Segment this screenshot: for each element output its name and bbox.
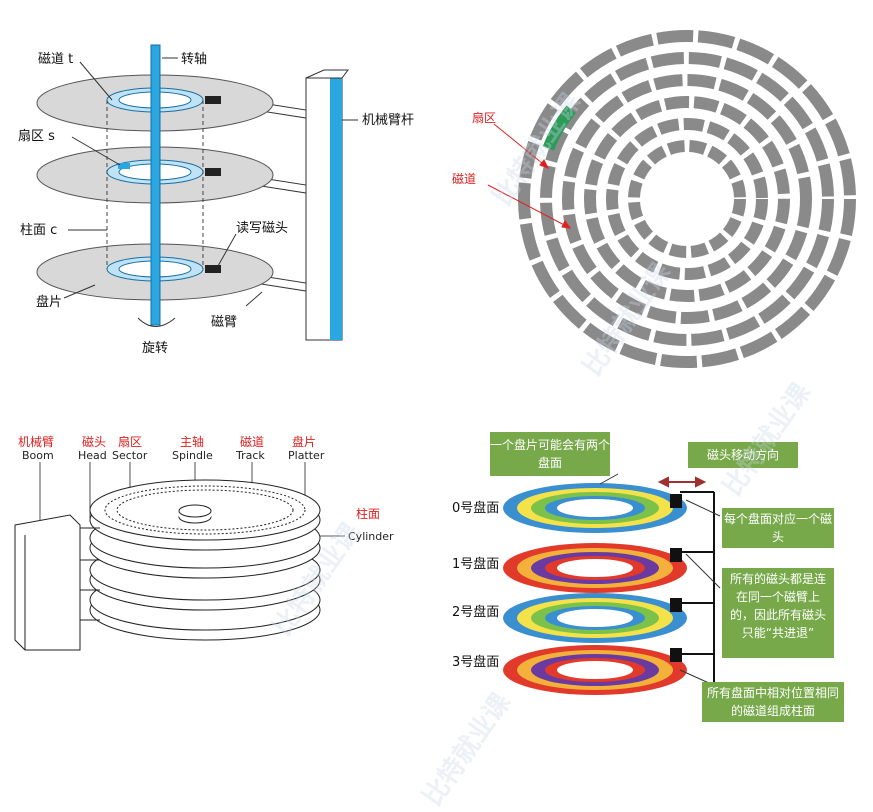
callout-cylinder: 所有盘面中相对位置相同的磁道组成柱面 <box>702 682 844 722</box>
callout-all-text: 所有的磁头都是连在同一个磁臂上的，因此所有磁头只能“共进退” <box>729 572 826 640</box>
callout-top: 一个盘片可能会有两个盘面 <box>490 432 610 476</box>
surfaces-diagram: 0号盘面 1号盘面 2号盘面 3号盘面 <box>452 473 721 695</box>
label-track-en: Track <box>235 449 265 462</box>
head-arm <box>680 491 715 682</box>
callout-cylinder-text: 所有盘面中相对位置相同的磁道组成柱面 <box>706 686 839 718</box>
callout-move-text: 磁头移动方向 <box>706 448 779 462</box>
label-spindle-en: Spindle <box>172 449 213 462</box>
surface-1-label: 1号盘面 <box>452 556 499 572</box>
label-cylinder-cn: 柱面 <box>356 506 380 521</box>
rotate-arrow <box>137 317 176 327</box>
disk-0 <box>503 483 687 533</box>
track-sector-diagram: 扇区 磁道 <box>452 29 857 369</box>
label-platter-en: Platter <box>288 449 325 462</box>
label-sector: 扇区 <box>472 110 496 125</box>
disk-2 <box>503 593 687 643</box>
label-platter: 盘片 <box>36 294 62 310</box>
label-sector-cn: 扇区 <box>118 434 142 449</box>
label-sector: 扇区 s <box>18 128 55 144</box>
label-head-cn: 磁头 <box>82 434 106 449</box>
surface-2-label: 2号盘面 <box>452 604 499 620</box>
label-spindle: 转轴 <box>181 52 207 67</box>
label-cylinder: 柱面 c <box>20 223 57 238</box>
boom-block <box>14 514 100 651</box>
disk-1 <box>503 543 687 593</box>
move-arrow <box>657 476 707 488</box>
label-rotate: 旋转 <box>142 341 168 356</box>
panel-disk-structure: 转轴 磁道 t 扇区 s 柱面 c 读写磁头 盘片 磁臂 旋转 机械臂杆 <box>0 0 430 380</box>
panel-track-sector: 扇区 磁道 <box>430 0 873 390</box>
disk-3 <box>503 645 687 695</box>
spindle <box>150 44 161 326</box>
boom-bar-blue <box>330 78 342 340</box>
label-arm: 磁臂 <box>211 315 237 330</box>
label-boom-cn: 机械臂 <box>18 434 54 449</box>
callout-all: 所有的磁头都是连在同一个磁臂上的，因此所有磁头只能“共进退” <box>722 568 834 658</box>
label-sector-en: Sector <box>112 449 148 462</box>
surface-0-label: 0号盘面 <box>452 500 499 516</box>
label-track: 磁道 t <box>38 52 73 67</box>
cylinder-lines <box>106 100 204 269</box>
panel-disk-english: 机械臂 Boom 磁头 Head 扇区 Sector 主轴 Spindle 磁道… <box>0 420 430 680</box>
label-rw-head: 读写磁头 <box>236 221 288 236</box>
disk-english-diagram: 机械臂 Boom 磁头 Head 扇区 Sector 主轴 Spindle 磁道… <box>14 434 394 651</box>
callout-top-text: 一个盘片可能会有两个盘面 <box>490 438 611 470</box>
surface-3-label: 3号盘面 <box>452 654 499 670</box>
callout-move: 磁头移动方向 <box>688 442 798 468</box>
label-boom: 机械臂杆 <box>362 113 414 128</box>
label-cylinder-en: Cylinder <box>348 530 394 543</box>
callout-each-text: 每个盘面对应一个磁头 <box>723 512 832 544</box>
label-track: 磁道 <box>452 171 476 186</box>
callout-each: 每个盘面对应一个磁头 <box>722 508 834 548</box>
label-head-en: Head <box>78 449 107 462</box>
label-boom-en: Boom <box>22 449 54 462</box>
label-track-cn: 磁道 <box>240 434 264 449</box>
platter-stack <box>89 479 321 641</box>
heads <box>670 494 682 662</box>
label-platter-cn: 盘片 <box>292 434 316 449</box>
disk-structure-diagram: 转轴 磁道 t 扇区 s 柱面 c 读写磁头 盘片 磁臂 旋转 机械臂杆 <box>18 44 414 356</box>
panel-surfaces: 0号盘面 1号盘面 2号盘面 3号盘面 一个盘片可能会有两个盘面 磁头移动方向 … <box>430 420 873 730</box>
highlight-sector <box>542 105 577 151</box>
label-spindle-cn: 主轴 <box>180 434 204 449</box>
